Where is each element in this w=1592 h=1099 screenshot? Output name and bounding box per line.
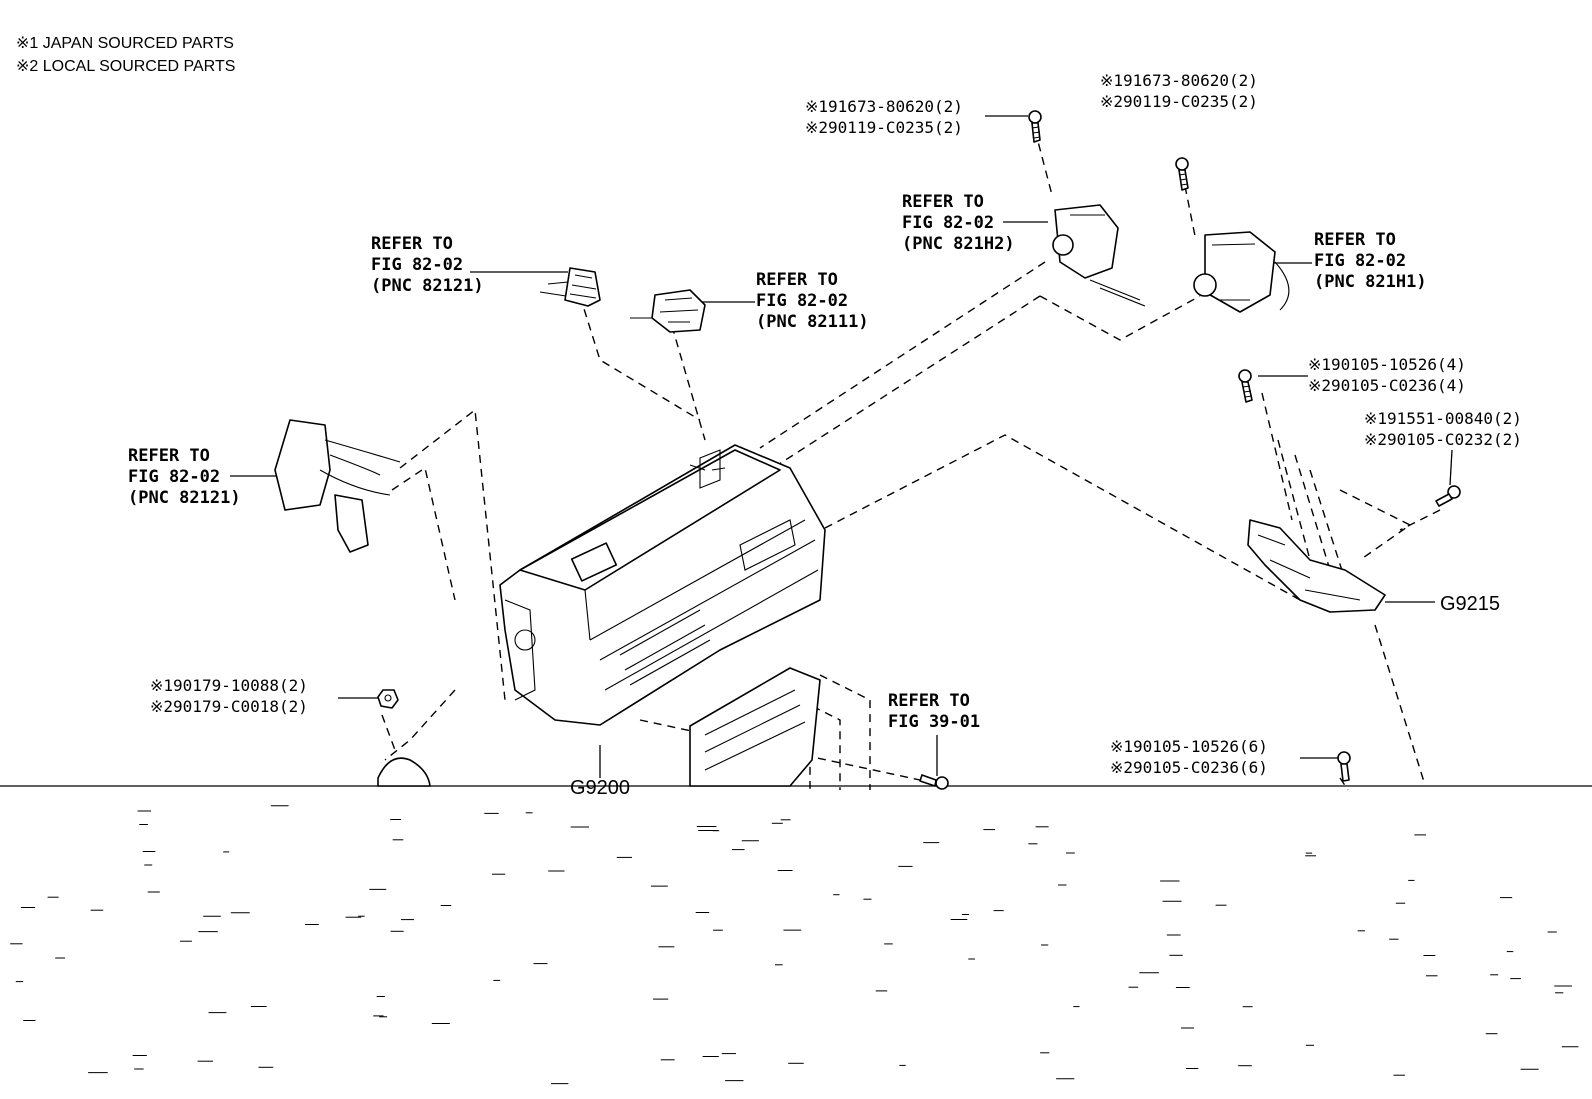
refer-to-fig-39-01: REFER TO FIG 39-01 <box>888 691 980 732</box>
refer-line: FIG 82-02 <box>1314 251 1406 271</box>
callout-text: ※290105-C0236(4) <box>1308 376 1466 395</box>
refer-line: FIG 82-02 <box>128 467 220 487</box>
refer-line: (PNC 821H2) <box>902 234 1015 254</box>
connector-pnc-821h2 <box>1052 204 1146 307</box>
legend-japan-sourced: ※1 JAPAN SOURCED PARTS <box>16 35 234 52</box>
bolt-top-right <box>1175 157 1189 191</box>
callout-nut-left: ※190179-10088(2) ※290179-C0018(2) <box>150 676 308 716</box>
bracket-g9215 <box>1247 519 1386 613</box>
refer-line: FIG 82-02 <box>902 213 994 233</box>
refer-line: FIG 39-01 <box>888 712 980 732</box>
callout-bolt-bottom: ※190105-10526(6) ※290105-C0236(6) <box>1110 737 1268 777</box>
bolt-right-lower <box>1435 485 1461 507</box>
refer-line: FIG 82-02 <box>371 255 463 275</box>
bolt-right <box>1238 369 1253 403</box>
callout-text: ※191551-00840(2) <box>1364 409 1522 428</box>
nut-left <box>377 689 399 709</box>
callout-text: ※191673-80620(2) <box>1100 71 1258 90</box>
bolt-bottom-right <box>1337 751 1351 782</box>
callout-bolt-right-lower: ※191551-00840(2) ※290105-C0232(2) <box>1364 409 1522 449</box>
part-code-g9215: G9215 <box>1440 593 1500 615</box>
callout-bolt-right: ※190105-10526(4) ※290105-C0236(4) <box>1308 355 1466 395</box>
parts-source-legend: ※1 JAPAN SOURCED PARTS ※2 LOCAL SOURCED … <box>16 32 235 78</box>
bolt-bottom-center <box>919 774 949 790</box>
refer-line: (PNC 82121) <box>371 276 484 296</box>
callout-text: ※290105-C0232(2) <box>1364 430 1522 449</box>
callout-text: ※290179-C0018(2) <box>150 697 308 716</box>
refer-to-pnc-82121-top: REFER TO FIG 82-02 (PNC 82121) <box>371 234 484 296</box>
inverter-assembly-g9200 <box>499 444 826 726</box>
refer-to-pnc-821h2: REFER TO FIG 82-02 (PNC 821H2) <box>902 192 1015 254</box>
refer-to-pnc-82111: REFER TO FIG 82-02 (PNC 82111) <box>756 270 869 332</box>
legend-local-sourced: ※2 LOCAL SOURCED PARTS <box>16 58 236 75</box>
callout-text: ※290119-C0235(2) <box>805 118 963 137</box>
refer-line: REFER TO <box>888 691 970 711</box>
part-code-g9200: G9200 <box>570 777 630 799</box>
refer-line: REFER TO <box>128 446 210 466</box>
refer-line: (PNC 82111) <box>756 312 869 332</box>
callout-text: ※190105-10526(6) <box>1110 737 1268 756</box>
bolt-top-left <box>1028 110 1042 143</box>
connector-pnc-82111 <box>630 289 706 333</box>
scan-residue-marks <box>10 805 1579 1085</box>
callout-bolt-top-right: ※191673-80620(2) ※290119-C0235(2) <box>1100 71 1258 111</box>
refer-line: REFER TO <box>371 234 453 254</box>
callout-text: ※190179-10088(2) <box>150 676 308 695</box>
refer-line: (PNC 82121) <box>128 488 241 508</box>
callout-text: ※191673-80620(2) <box>805 97 963 116</box>
bottom-left-component <box>377 757 431 787</box>
bottom-center-cover <box>689 667 821 787</box>
refer-line: REFER TO <box>902 192 984 212</box>
connector-pnc-82121-top <box>539 267 601 307</box>
callout-bolt-top-left: ※191673-80620(2) ※290119-C0235(2) <box>805 97 963 137</box>
refer-line: (PNC 821H1) <box>1314 272 1427 292</box>
callout-text: ※290105-C0236(6) <box>1110 758 1268 777</box>
leader-lines <box>0 115 1592 787</box>
refer-line: REFER TO <box>1314 230 1396 250</box>
refer-line: FIG 82-02 <box>756 291 848 311</box>
refer-to-pnc-821h1: REFER TO FIG 82-02 (PNC 821H1) <box>1314 230 1427 292</box>
callout-text: ※190105-10526(4) <box>1308 355 1466 374</box>
callout-text: ※290119-C0235(2) <box>1100 92 1258 111</box>
wire-harness-pnc-82121-left <box>274 419 401 553</box>
refer-to-pnc-82121-left: REFER TO FIG 82-02 (PNC 82121) <box>128 446 241 508</box>
refer-line: REFER TO <box>756 270 838 290</box>
connector-pnc-821h1 <box>1193 231 1290 313</box>
